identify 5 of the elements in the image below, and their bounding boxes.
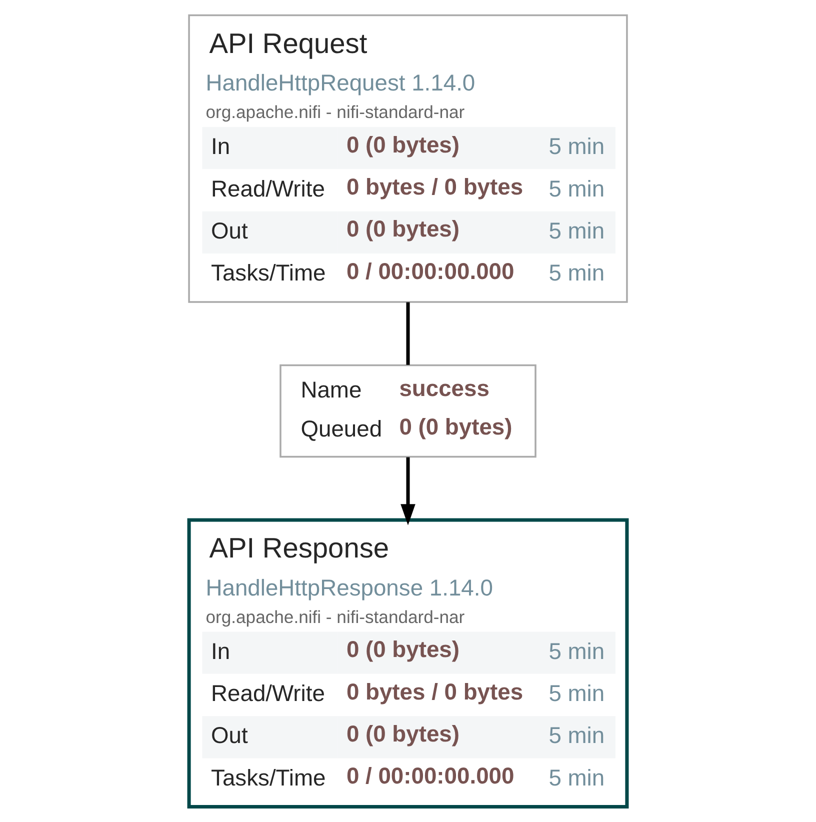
node-box: API Response HandleHttpResponse 1.14.0 org.apache.nifi - nifi-standard-nar In 0 (0 bytes) 5 min Read/Write 0 bytes / 0 bytes 5 min Out 0 (0 bytes) 5 min Tasks/Time 0 / 00:00:00.000 5 min <box>187 518 629 808</box>
node-box: API Request HandleHttpRequest 1.14.0 org.apache.nifi - nifi-standard-nar In 0 (0 bytes) 5 min Read/Write 0 bytes / 0 bytes 5 min Out 0 (0 bytes) 5 min Tasks/Time 0 / 00:00:00.000 5 min <box>188 14 628 303</box>
connector <box>406 302 410 365</box>
arrow <box>400 457 416 526</box>
node-box: Name success Queued 0 (0 bytes) <box>280 364 536 458</box>
